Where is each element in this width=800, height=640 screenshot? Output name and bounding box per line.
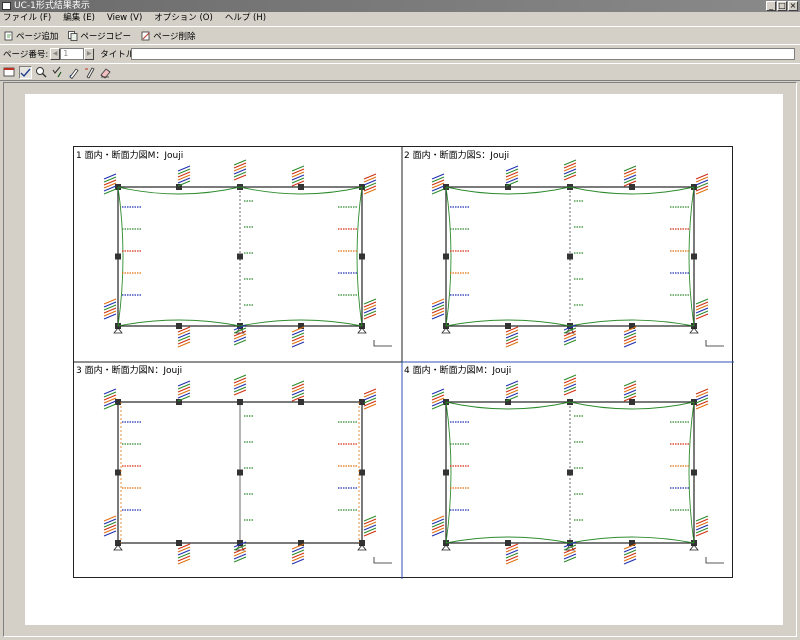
panel-3-diagram: [103, 374, 392, 565]
zoom-icon[interactable]: [35, 66, 48, 79]
add-page-button[interactable]: ページ追加: [4, 30, 58, 42]
force-curves: [445, 401, 695, 544]
frame-structure: [441, 184, 724, 347]
minimize-button[interactable]: _: [766, 1, 776, 11]
drawing-frame: 1 面内・断面力図M：Jouji 2 面内・断面力図S：Jouji 3 面内・断…: [73, 146, 734, 579]
copy-page-label: ページコピー: [80, 31, 132, 42]
page-number-label: ページ番号:: [3, 49, 49, 60]
check-icon[interactable]: [19, 65, 32, 79]
pen-alt-icon[interactable]: [83, 66, 96, 79]
page-number-input[interactable]: 1: [60, 47, 85, 60]
app-icon: [2, 2, 11, 10]
print-page: 1 面内・断面力図M：Jouji 2 面内・断面力図S：Jouji 3 面内・断…: [25, 94, 783, 625]
delete-page-label: ページ削除: [153, 31, 196, 42]
pen-check-icon[interactable]: [51, 66, 64, 79]
delete-page-button[interactable]: ページ削除: [141, 30, 196, 42]
maximize-button[interactable]: □: [777, 1, 787, 11]
panel-4-title: 4 面内・断面力図M：Jouji: [404, 366, 512, 376]
eraser-icon[interactable]: [99, 66, 112, 79]
frame-structure: [113, 399, 392, 564]
menu-help[interactable]: ヘルプ (H): [224, 13, 267, 23]
title-input[interactable]: [131, 48, 795, 60]
panel-1-diagram: [103, 159, 392, 348]
menu-edit[interactable]: 編集 (E): [63, 13, 95, 23]
title-bar: UC-1形式結果表示 _ □ ×: [0, 0, 800, 12]
force-curves: [117, 186, 363, 327]
frame-structure: [113, 184, 392, 347]
copy-page-icon: [68, 30, 78, 41]
page-toolbar: ページ追加 ページコピー ページ削除: [0, 26, 800, 44]
window-icon[interactable]: [3, 66, 16, 79]
frame-structure: [441, 399, 724, 564]
panel-4: 4 面内・断面力図M：Jouji: [402, 362, 734, 579]
force-curves: [445, 186, 695, 327]
close-button[interactable]: ×: [788, 1, 798, 11]
window-title: UC-1形式結果表示: [14, 1, 90, 11]
menu-bar: ファイル (F) 編集 (E) View (V) オプション (O) ヘルプ (…: [0, 12, 800, 24]
menu-file[interactable]: ファイル (F): [3, 13, 52, 23]
panel-3: 3 面内・断面力図N：Jouji: [74, 362, 402, 579]
page-prev-button[interactable]: ◀: [50, 47, 61, 60]
add-page-label: ページ追加: [16, 31, 59, 42]
delete-page-icon: [141, 31, 151, 41]
panel-2: 2 面内・断面力図S：Jouji: [402, 147, 734, 362]
value-label-clusters: [103, 159, 377, 348]
value-label-clusters: [103, 374, 377, 565]
panel-4-diagram: [431, 374, 724, 565]
page-number-bar: ページ番号: ◀ 1 ▶ タイトル:: [0, 44, 800, 62]
panel-3-title: 3 面内・断面力図N：Jouji: [76, 366, 183, 376]
page-next-button[interactable]: ▶: [84, 47, 95, 60]
menu-options[interactable]: オプション (O): [154, 13, 213, 23]
document-view[interactable]: 1 面内・断面力図M：Jouji 2 面内・断面力図S：Jouji 3 面内・断…: [3, 82, 797, 637]
add-page-icon: [4, 31, 14, 41]
value-label-clusters: [431, 374, 709, 565]
pen-icon[interactable]: [67, 66, 80, 79]
force-curves: [120, 402, 360, 543]
panel-1: 1 面内・断面力図M：Jouji: [74, 147, 402, 362]
value-label-clusters: [431, 159, 709, 348]
copy-page-button[interactable]: ページコピー: [68, 30, 131, 42]
panel-2-diagram: [431, 159, 724, 348]
title-label: タイトル:: [100, 49, 138, 60]
menu-view[interactable]: View (V): [106, 13, 143, 23]
tool-palette: [0, 63, 800, 81]
panel-2-title: 2 面内・断面力図S：Jouji: [404, 151, 510, 161]
panel-1-title: 1 面内・断面力図M：Jouji: [76, 151, 184, 161]
panel-dividers: [74, 147, 734, 579]
